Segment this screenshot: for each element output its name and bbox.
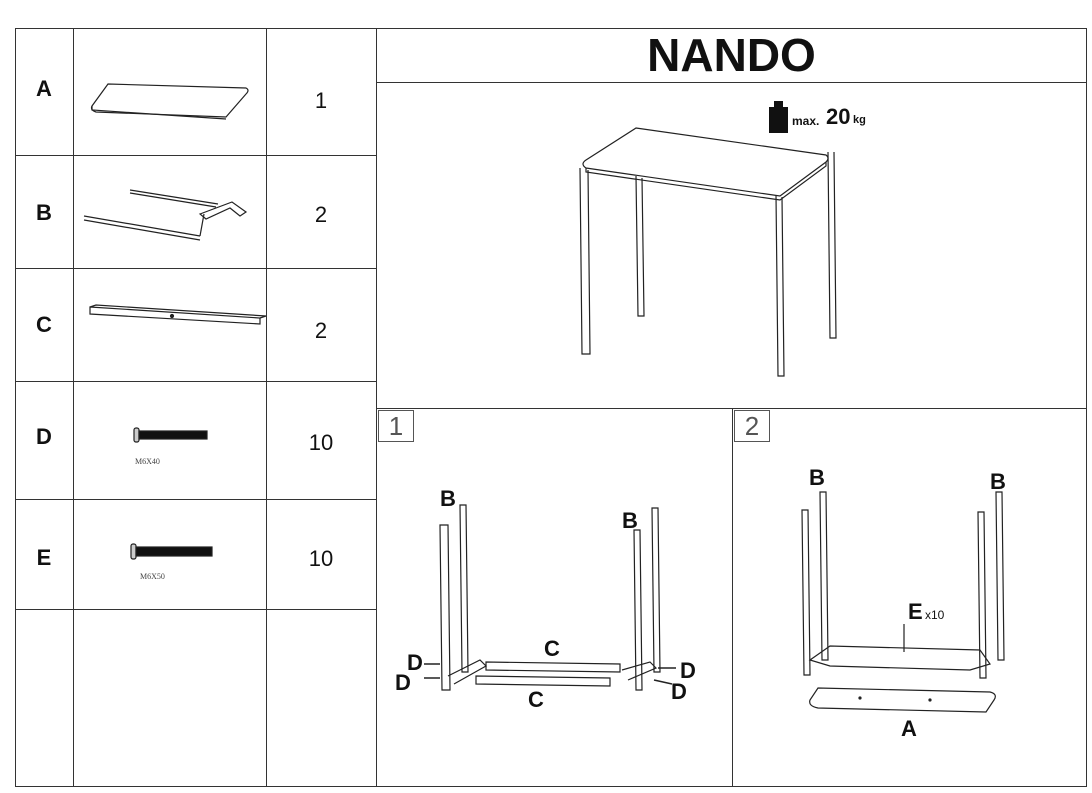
label-d: D xyxy=(680,658,696,683)
row-divider xyxy=(15,268,376,269)
step-number: 1 xyxy=(378,410,414,442)
label-c: C xyxy=(528,687,544,712)
load-unit: kg xyxy=(853,114,866,126)
screw-d-drawing xyxy=(133,427,208,443)
weight-icon xyxy=(769,101,788,133)
col-divider xyxy=(266,28,267,787)
screw-e-drawing xyxy=(130,543,213,560)
frame-right xyxy=(1086,28,1087,787)
step-divider xyxy=(732,408,733,787)
label-e-count: x10 xyxy=(925,608,945,622)
load-value: 20 xyxy=(826,104,851,129)
label-e: E xyxy=(908,599,923,624)
row-divider xyxy=(15,499,376,500)
load-prefix: max. xyxy=(792,114,820,128)
label-b: B xyxy=(990,469,1006,494)
label-d: D xyxy=(395,670,411,695)
part-letter: B xyxy=(36,200,52,225)
col-divider xyxy=(376,28,377,787)
part-qty: 2 xyxy=(314,318,328,343)
label-b: B xyxy=(809,465,825,490)
part-letter: C xyxy=(36,312,52,337)
row-divider xyxy=(15,609,376,610)
title-divider xyxy=(376,82,1087,83)
leg-frame-drawing xyxy=(83,189,248,241)
row-divider xyxy=(15,155,376,156)
frame-bottom xyxy=(15,786,1087,787)
assembled-table-drawing xyxy=(579,127,837,377)
rail-drawing xyxy=(89,304,267,325)
label-a: A xyxy=(901,716,917,741)
part-letter: D xyxy=(36,424,52,449)
tabletop-drawing xyxy=(90,83,249,120)
frame-top xyxy=(15,28,1087,29)
steps-divider xyxy=(376,408,1087,409)
row-divider xyxy=(15,381,376,382)
label-d: D xyxy=(407,650,423,675)
step-number: 2 xyxy=(734,410,770,442)
label-b: B xyxy=(440,486,456,511)
part-letter: E xyxy=(36,545,52,570)
part-qty: 10 xyxy=(308,430,334,455)
label-d: D xyxy=(671,679,687,704)
label-b: B xyxy=(622,508,638,533)
step2-drawing xyxy=(801,491,1005,713)
step1-drawing xyxy=(424,504,676,691)
col-divider xyxy=(73,28,74,787)
frame-left xyxy=(15,28,16,787)
label-c: C xyxy=(544,636,560,661)
part-qty: 1 xyxy=(314,88,328,113)
part-letter: A xyxy=(36,76,52,101)
screw-spec: M6X50 xyxy=(140,572,165,581)
screw-spec: M6X40 xyxy=(135,457,160,466)
part-qty: 2 xyxy=(314,202,328,227)
product-title: NANDO xyxy=(647,29,816,81)
part-qty: 10 xyxy=(308,546,334,571)
